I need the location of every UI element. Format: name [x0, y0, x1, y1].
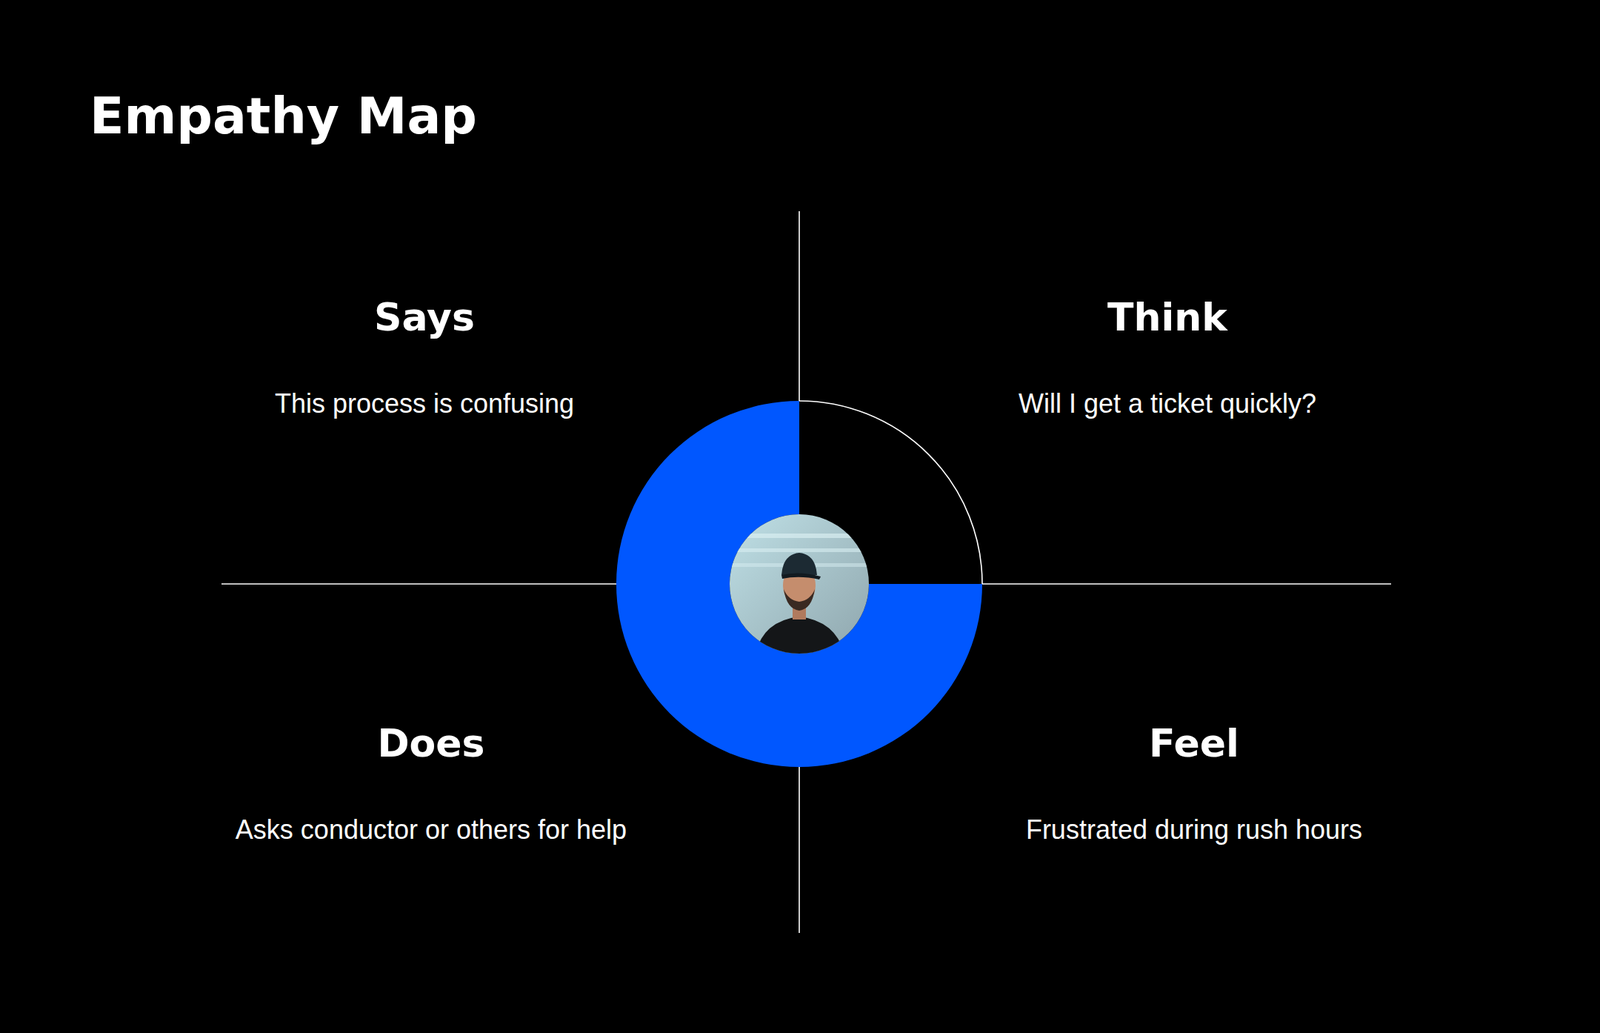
quadrant-box: DoesAsks conductor or others for help	[149, 716, 713, 847]
persona-photo	[729, 514, 869, 654]
quadrant-heading: Think	[885, 290, 1449, 344]
quadrant-heading: Says	[142, 290, 706, 344]
quadrant-note: Frustrated during rush hours	[912, 812, 1476, 847]
quadrant-box: SaysThis process is confusing	[142, 290, 706, 421]
quadrant-box: FeelFrustrated during rush hours	[912, 716, 1476, 847]
quadrant-note: Asks conductor or others for help	[149, 812, 713, 847]
progress-ring	[616, 400, 983, 767]
map-title: Empathy Map	[89, 82, 478, 150]
quadrant-heading: Does	[149, 716, 713, 770]
axis-line	[798, 766, 800, 933]
quadrant-note: This process is confusing	[142, 386, 706, 421]
axis-line	[798, 211, 800, 401]
axis-line	[982, 582, 1392, 585]
quadrant-heading: Feel	[912, 716, 1476, 770]
quadrant-box: ThinkWill I get a ticket quickly?	[885, 290, 1449, 421]
quadrant-note: Will I get a ticket quickly?	[885, 386, 1449, 421]
axis-line	[221, 582, 617, 585]
